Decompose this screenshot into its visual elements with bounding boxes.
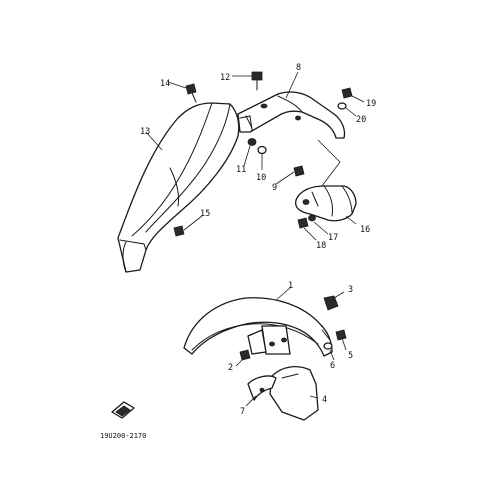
bolt-part-9[interactable] [293,165,305,177]
bolt-part-19[interactable] [341,87,353,99]
washer-part-20[interactable] [337,102,347,110]
rear-fender-part-13[interactable] [117,102,240,273]
bolt-part-5[interactable] [335,329,347,341]
callout-18: 18 [316,241,326,251]
callout-10: 10 [256,173,266,183]
callout-11: 11 [236,165,246,175]
callout-5: 5 [348,351,353,361]
callout-14: 14 [160,79,170,89]
callout-7: 7 [240,407,245,417]
callout-17: 17 [328,233,338,243]
nut-part-11[interactable] [247,138,257,146]
callout-8: 8 [296,63,301,73]
front-fender-bracket [247,325,291,355]
callout-13: 13 [140,127,150,137]
bolt-part-18[interactable] [297,217,309,229]
callout-15: 15 [200,209,210,219]
callout-2: 2 [228,363,233,373]
bolt-part-3[interactable] [323,295,339,311]
rear-fender-stay-part-8[interactable] [237,91,346,139]
callout-1: 1 [288,281,293,291]
callout-4: 4 [322,395,327,405]
washer-part-6[interactable] [323,342,333,350]
nut-part-17[interactable] [308,214,316,222]
flap-bracket-part-7[interactable] [247,375,277,401]
callout-16: 16 [360,225,370,235]
callout-3: 3 [348,285,353,295]
callout-19: 19 [366,99,376,109]
bolt-part-14[interactable] [185,83,197,103]
leader-lines [145,71,365,407]
callout-20: 20 [356,115,366,125]
figure-code: 19U200-2170 [100,432,146,440]
bolt-part-12[interactable] [251,71,263,91]
mud-flap-part-4[interactable] [269,365,319,421]
callout-9: 9 [272,183,277,193]
callout-12: 12 [220,73,230,83]
orientation-arrow-icon [111,401,135,419]
taillight-bracket-part-16[interactable] [294,185,357,222]
washer-part-10[interactable] [257,145,267,155]
front-fender-part-1[interactable] [183,297,333,357]
bolt-part-2[interactable] [239,349,251,361]
callout-6: 6 [330,361,335,371]
bolt-part-15[interactable] [173,225,185,237]
